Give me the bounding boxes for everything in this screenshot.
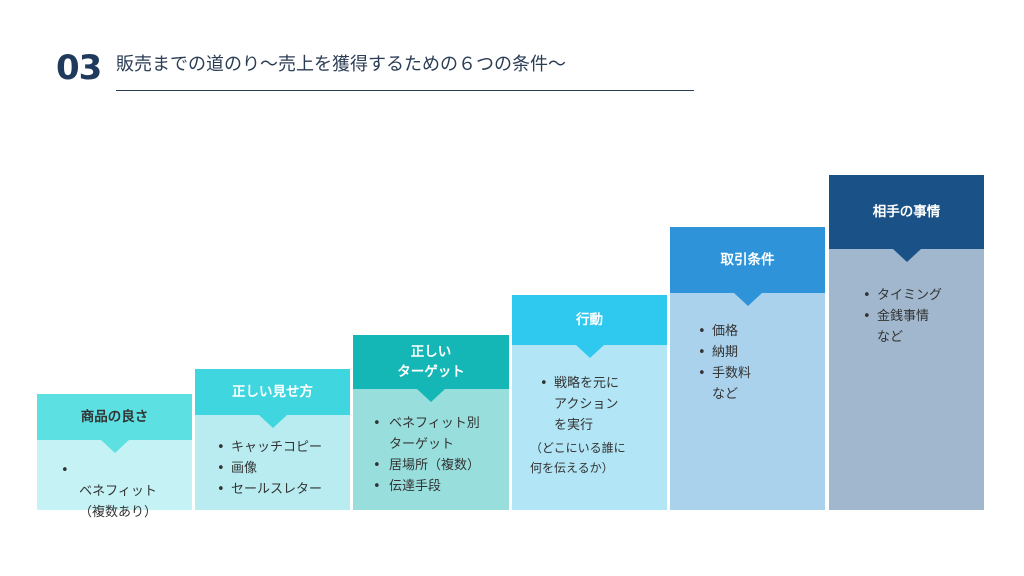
step-arrow [417, 389, 445, 402]
bullet-icon: • [61, 463, 69, 478]
item-text: 戦略を元に アクション を実行 [554, 376, 620, 433]
item-text: 画像 [231, 461, 258, 476]
list-item: • 価格 [698, 321, 825, 342]
step-items: • キャッチコピー • 画像 • セールスレター [195, 437, 350, 500]
list-item: • 金銭事情 など [863, 306, 984, 348]
bullet-icon: • [698, 366, 706, 381]
step-label: 取引条件 [720, 252, 775, 268]
step-items: • 戦略を元に アクション を実行 [512, 373, 667, 436]
step-target: 正しい ターゲット • ベネフィット別 ターゲット • 居場所（複数） • 伝達手段 [353, 335, 509, 510]
step-header: 商品の良さ [37, 394, 192, 453]
list-item: • ベネフィット （複数あり） [61, 460, 192, 523]
list-item: • 画像 [217, 458, 350, 479]
step-body: • 価格 • 納期 • 手数料 など [670, 293, 825, 510]
list-item: • タイミング [863, 285, 984, 306]
item-text: ベネフィット別 ターゲット [389, 416, 480, 452]
step-header: 取引条件 [670, 227, 825, 306]
list-item: • 伝達手段 [373, 476, 509, 497]
item-text: 納期 [712, 345, 739, 360]
bullet-icon: • [698, 324, 706, 339]
step-items: • ベネフィット （複数あり） [37, 460, 192, 523]
item-text: ベネフィット （複数あり） [79, 484, 158, 520]
bullet-icon: • [863, 288, 871, 303]
bullet-icon: • [540, 376, 548, 391]
list-item: • ベネフィット別 ターゲット [373, 413, 509, 455]
step-circumstances: 相手の事情 • タイミング • 金銭事情 など [829, 175, 984, 510]
item-text: 手数料 など [712, 366, 752, 402]
item-text: セールスレター [231, 482, 323, 497]
bullet-icon: • [217, 482, 225, 497]
step-note: （どこにいる誰に 何を伝えるか） [530, 441, 626, 475]
bullet-icon: • [698, 345, 706, 360]
step-arrow [733, 293, 762, 306]
step-arrow [892, 249, 921, 262]
bullet-icon: • [217, 461, 225, 476]
item-text: 伝達手段 [389, 479, 442, 494]
step-product-quality: 商品の良さ • ベネフィット （複数あり） [37, 394, 192, 520]
step-label: 商品の良さ [80, 409, 149, 425]
step-arrow [575, 345, 604, 358]
bullet-icon: • [863, 309, 871, 324]
list-item: • 手数料 など [698, 363, 825, 405]
step-label: 正しい ターゲット [397, 344, 465, 380]
title-number: 03 [56, 48, 102, 88]
list-item: • キャッチコピー [217, 437, 350, 458]
list-item: • セールスレター [217, 479, 350, 500]
step-header: 正しい見せ方 [195, 369, 350, 428]
step-label: 相手の事情 [872, 204, 941, 220]
step-body: • タイミング • 金銭事情 など [829, 249, 984, 510]
item-text: キャッチコピー [231, 440, 323, 455]
step-body: • キャッチコピー • 画像 • セールスレター [195, 415, 350, 510]
step-body: • 戦略を元に アクション を実行 （どこにいる誰に 何を伝えるか） [512, 345, 667, 510]
item-text: 価格 [712, 324, 739, 339]
bullet-icon: • [373, 416, 381, 431]
step-action: 行動 • 戦略を元に アクション を実行 （どこにいる誰に 何を伝えるか） [512, 295, 667, 510]
step-arrow [258, 415, 287, 428]
step-label: 正しい見せ方 [232, 384, 313, 400]
step-header: 行動 [512, 295, 667, 358]
step-items: • ベネフィット別 ターゲット • 居場所（複数） • 伝達手段 [353, 413, 509, 497]
step-items: • タイミング • 金銭事情 など [829, 285, 984, 348]
bullet-icon: • [373, 458, 381, 473]
page-title: 03 販売までの道のり〜売上を獲得するための６つの条件〜 [56, 46, 696, 96]
list-item: • 戦略を元に アクション を実行 [540, 373, 667, 436]
item-text: 居場所（複数） [389, 458, 481, 473]
step-presentation: 正しい見せ方 • キャッチコピー • 画像 • セールスレター [195, 369, 350, 510]
item-text: タイミング [877, 288, 943, 303]
list-item: • 居場所（複数） [373, 455, 509, 476]
step-items: • 価格 • 納期 • 手数料 など [670, 321, 825, 405]
bullet-icon: • [217, 440, 225, 455]
step-header: 相手の事情 [829, 175, 984, 262]
list-item: • 納期 [698, 342, 825, 363]
item-text: 金銭事情 など [877, 309, 930, 345]
step-trade-terms: 取引条件 • 価格 • 納期 • 手数料 など [670, 227, 825, 510]
step-arrow [100, 440, 129, 453]
title-text: 販売までの道のり〜売上を獲得するための６つの条件〜 [116, 54, 566, 75]
bullet-icon: • [373, 479, 381, 494]
title-underline [116, 90, 694, 91]
step-label: 行動 [576, 312, 603, 328]
step-body: • ベネフィット別 ターゲット • 居場所（複数） • 伝達手段 [353, 389, 509, 510]
step-header: 正しい ターゲット [353, 335, 509, 402]
